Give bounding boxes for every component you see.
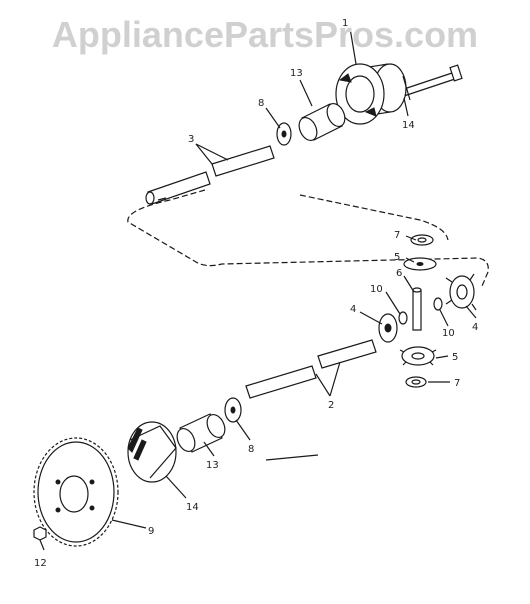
callout-5-top: 5 (394, 252, 400, 263)
nut (33, 526, 47, 541)
callout-10-left: 10 (370, 284, 383, 295)
watermark: AppliancePartsPros.com (51, 14, 479, 55)
lower-bushing (176, 413, 226, 453)
upper-housing (335, 63, 411, 125)
sprocket (33, 437, 119, 547)
callout-7-bottom: 7 (454, 378, 460, 389)
leader-lines (39, 27, 477, 551)
callout-7-top: 7 (394, 230, 400, 241)
cross-pin-6 (412, 287, 422, 331)
bevel-gear-4-right (445, 273, 477, 311)
callout-labels: 1 13 8 3 14 7 5 6 10 10 4 4 5 7 2 8 13 1… (34, 18, 478, 569)
callout-9: 9 (148, 526, 154, 537)
callout-12: 12 (34, 558, 47, 569)
dashed-connection-line (127, 189, 489, 287)
callout-2: 2 (328, 400, 334, 411)
washer-7-bottom (405, 376, 427, 388)
callout-1: 1 (342, 18, 348, 29)
lower-washer (224, 397, 242, 423)
callout-13-top: 13 (290, 68, 303, 79)
upper-axle-shafts (145, 145, 275, 205)
callout-4-right: 4 (472, 322, 478, 333)
callout-13-bottom: 13 (206, 460, 219, 471)
gear-5-bottom (399, 346, 437, 366)
washer-7-top (410, 234, 434, 246)
dashed-connection-line-2 (299, 194, 449, 241)
callout-10-right: 10 (442, 328, 455, 339)
lower-housing (127, 421, 177, 483)
callout-14-top: 14 (402, 120, 415, 131)
washer-10-left (398, 311, 408, 325)
callout-4-left: 4 (350, 304, 356, 315)
gear-4-left (378, 313, 398, 343)
callout-14-bottom: 14 (186, 502, 199, 513)
callout-6: 6 (396, 268, 402, 279)
callout-8-bottom: 8 (248, 444, 254, 455)
callout-3: 3 (188, 134, 194, 145)
callout-8-top: 8 (258, 98, 264, 109)
callout-5-bottom: 5 (452, 352, 458, 363)
washer-10-right (433, 297, 443, 311)
lower-axle-shafts (245, 339, 377, 399)
upper-bushing (298, 103, 346, 141)
upper-washer (276, 122, 292, 146)
stray-line (265, 454, 319, 461)
